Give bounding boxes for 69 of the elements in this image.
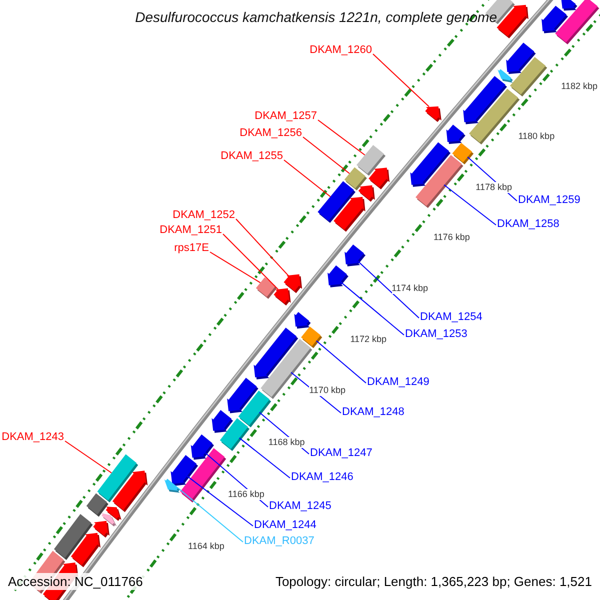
gene-block <box>284 274 302 294</box>
gene-label: DKAM_1254 <box>420 310 482 324</box>
gene-block <box>164 478 180 493</box>
gene-label: DKAM_1259 <box>518 193 580 207</box>
gene-block <box>446 124 466 144</box>
scale-label: 1170 kbp <box>309 385 346 396</box>
gene-label: DKAM_1252 <box>172 208 235 222</box>
gene-label: DKAM_1251 <box>160 223 222 237</box>
gene-block <box>425 106 442 122</box>
gene-block <box>86 493 108 517</box>
gene-block <box>274 288 291 306</box>
gene-block <box>416 155 464 208</box>
gene-block <box>170 455 198 486</box>
gene-label: DKAM_1258 <box>497 217 560 231</box>
gene-block <box>334 196 366 232</box>
gene-label: DKAM_1257 <box>254 109 317 123</box>
gene-block <box>463 76 507 124</box>
leader-line <box>222 234 279 290</box>
gene-block <box>212 410 234 433</box>
gene-block <box>542 6 568 34</box>
accession-text: Accession: NC_011766 <box>6 573 145 590</box>
gene-label: DKAM_1256 <box>240 126 302 140</box>
leader-line <box>238 437 290 478</box>
gene-block <box>256 277 278 299</box>
leader-line <box>186 476 254 526</box>
leader-line <box>372 54 430 108</box>
scale-label: 1172 kbp <box>350 334 387 345</box>
gene-block <box>496 4 528 38</box>
gene-label: DKAM_1260 <box>310 43 372 57</box>
leader-line <box>340 281 404 336</box>
leader-line <box>316 340 366 384</box>
leader-line <box>284 160 331 198</box>
scale-label: 1166 kbp <box>228 489 264 500</box>
gene-label: DKAM_1253 <box>405 327 468 341</box>
leader-line <box>236 218 290 277</box>
gene-label: DKAM_R0037 <box>244 534 314 548</box>
gene-block <box>70 532 100 568</box>
scale-label: 1182 kbp <box>561 81 598 92</box>
leader-line <box>444 184 496 226</box>
gene-block <box>344 244 366 266</box>
gene-block <box>294 312 311 329</box>
leader-line <box>318 120 366 156</box>
scale-label: 1164 kbp <box>188 541 224 552</box>
scale-label: 1180 kbp <box>518 131 555 142</box>
gene-label: DKAM_1249 <box>367 375 430 389</box>
leader-line <box>357 260 420 318</box>
leader-line <box>177 487 244 542</box>
scale-label: 1168 kbp <box>268 437 305 448</box>
gene-label: DKAM_1255 <box>220 149 283 163</box>
gene-label: DKAM_1247 <box>310 446 372 460</box>
gene-block <box>238 390 272 428</box>
scale-label: 1178 kbp <box>476 182 512 193</box>
gene-block <box>220 418 250 451</box>
scale-label: 1174 kbp <box>392 282 428 294</box>
gene-block <box>510 57 548 97</box>
gene-block <box>560 0 578 11</box>
leader-line <box>302 136 350 174</box>
gene-label: DKAM_1243 <box>2 430 64 444</box>
gene-label: DKAM_1248 <box>342 405 404 419</box>
gene-block <box>328 265 348 288</box>
gene-label: DKAM_1244 <box>254 518 316 532</box>
scale-label: 1176 kbp <box>433 232 470 244</box>
gene-block <box>97 454 138 502</box>
gene-label: rps17E <box>174 241 209 255</box>
gene-label: DKAM_1246 <box>291 470 354 484</box>
gene-block <box>368 168 390 190</box>
leader-line <box>64 440 112 474</box>
leader-line <box>210 252 261 284</box>
gene-label: DKAM_1245 <box>269 499 332 513</box>
